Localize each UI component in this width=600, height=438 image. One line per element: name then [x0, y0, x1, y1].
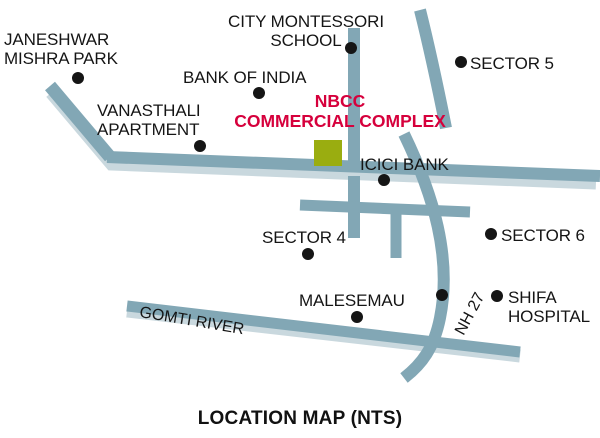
label-line-1: ICICI BANK [360, 155, 449, 174]
road-nh27-north-arc [414, 8, 452, 130]
dot-sector-6 [485, 228, 497, 240]
label-line-2: MISHRA PARK [4, 49, 118, 68]
label-icici-bank: ICICI BANK [360, 155, 449, 174]
dot-malesemau [351, 311, 363, 323]
label-line-2: APARTMENT [97, 120, 200, 139]
label-line-1: VANASTHALI [97, 101, 201, 120]
label-line-2: SCHOOL [270, 31, 342, 50]
label-sector-4: SECTOR 4 [262, 228, 346, 247]
road-network [45, 8, 600, 383]
label-malesemau: MALESEMAU [299, 291, 405, 310]
road-northwest-arterial [45, 81, 115, 162]
label-line-1: BANK OF INDIA [183, 68, 307, 87]
dot-vanasthali-apartment [194, 140, 206, 152]
map-title: LOCATION MAP (NTS) [197, 408, 403, 429]
road-gomti-river [126, 300, 521, 358]
label-line-1: SECTOR 6 [501, 226, 585, 245]
label-line-1: MALESEMAU [299, 291, 405, 310]
dot-shifa-hospital [491, 290, 503, 302]
site-name-line-1: NBCC [314, 91, 366, 111]
label-line-1: SECTOR 4 [262, 228, 346, 247]
label-sector-6: SECTOR 6 [501, 226, 585, 245]
dot-janeshwar-mishra-park [72, 72, 84, 84]
dot-sector-4 [302, 248, 314, 260]
dot-sector-5 [455, 56, 467, 68]
site-marker-square [314, 140, 342, 166]
label-bank-of-india: BANK OF INDIA [183, 68, 306, 87]
label-line-1: JANESHWAR [4, 30, 110, 49]
label-line-1: SECTOR 5 [470, 54, 554, 73]
label-line-1: CITY MONTESSORI [228, 12, 384, 31]
site-name-line-2: COMMERCIAL COMPLEX [234, 111, 446, 131]
label-line-2: HOSPITAL [508, 307, 591, 326]
road-secondary-east-west [299, 199, 471, 218]
label-line-1: SHIFA [508, 288, 557, 307]
label-sector-5: SECTOR 5 [470, 54, 554, 73]
